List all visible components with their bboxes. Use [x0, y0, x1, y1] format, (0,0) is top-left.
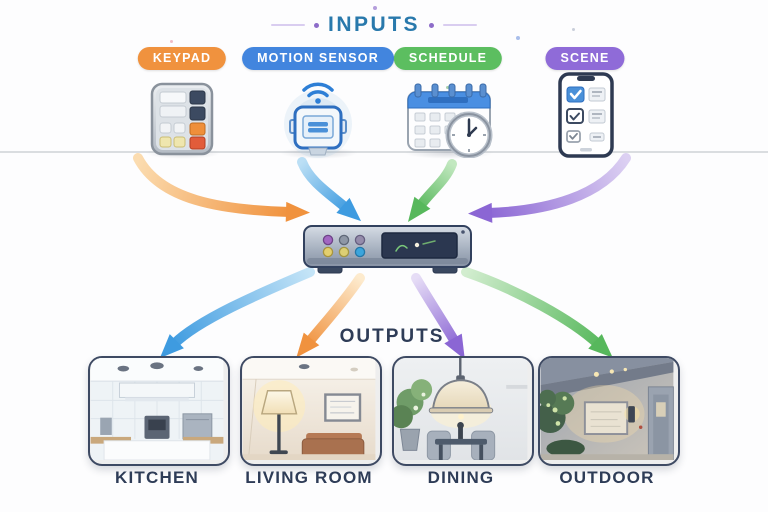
deco-line-right: [443, 24, 478, 26]
living-room-photo: [240, 356, 382, 466]
inputs-title: INPUTS: [327, 13, 421, 36]
arrow-keypad-to-hub: [133, 153, 310, 222]
arrow-hub-to-kitchen: [159, 267, 315, 359]
keypad-icon: [150, 82, 214, 156]
label-living-room: LIVING ROOM: [245, 468, 373, 487]
ground-line: [0, 151, 768, 153]
deco-line-left: [270, 24, 305, 26]
sparkle-dot: [516, 36, 520, 40]
arrow-scene-to-hub: [468, 153, 631, 223]
outdoor-photo: [538, 356, 680, 466]
dining-photo: [392, 356, 534, 466]
motion-sensor-icon: [284, 82, 352, 158]
arrow-motion-to-hub: [297, 157, 362, 222]
control-hub-icon: [303, 225, 472, 274]
sparkle-dot: [170, 40, 173, 43]
smartphone-checklist-icon: [558, 72, 614, 158]
arrow-hub-to-outdoor: [461, 267, 613, 358]
label-dining: DINING: [427, 468, 495, 487]
label-kitchen: KITCHEN: [115, 468, 199, 487]
badge-schedule: SCHEDULE: [393, 47, 503, 70]
outputs-title: OUTPUTS: [339, 326, 445, 347]
kitchen-photo: [88, 356, 230, 466]
calendar-clock-icon: [407, 83, 493, 158]
sparkle-dot: [373, 6, 377, 10]
arrow-schedule-to-hub: [407, 159, 457, 222]
deco-dot-right: [429, 22, 435, 28]
deco-dot-left: [313, 22, 319, 28]
arrow-hub-to-living-room: [296, 273, 365, 358]
badge-scene: SCENE: [545, 47, 625, 70]
badge-keypad: KEYPAD: [137, 47, 227, 70]
sparkle-dot: [572, 28, 575, 31]
badge-motion-sensor: MOTION SENSOR: [242, 47, 394, 70]
arrow-hub-to-dining: [411, 273, 465, 360]
label-outdoor: OUTDOOR: [559, 468, 655, 487]
inputs-title-group: INPUTS: [270, 13, 478, 37]
sparkle-dot: [446, 86, 449, 89]
